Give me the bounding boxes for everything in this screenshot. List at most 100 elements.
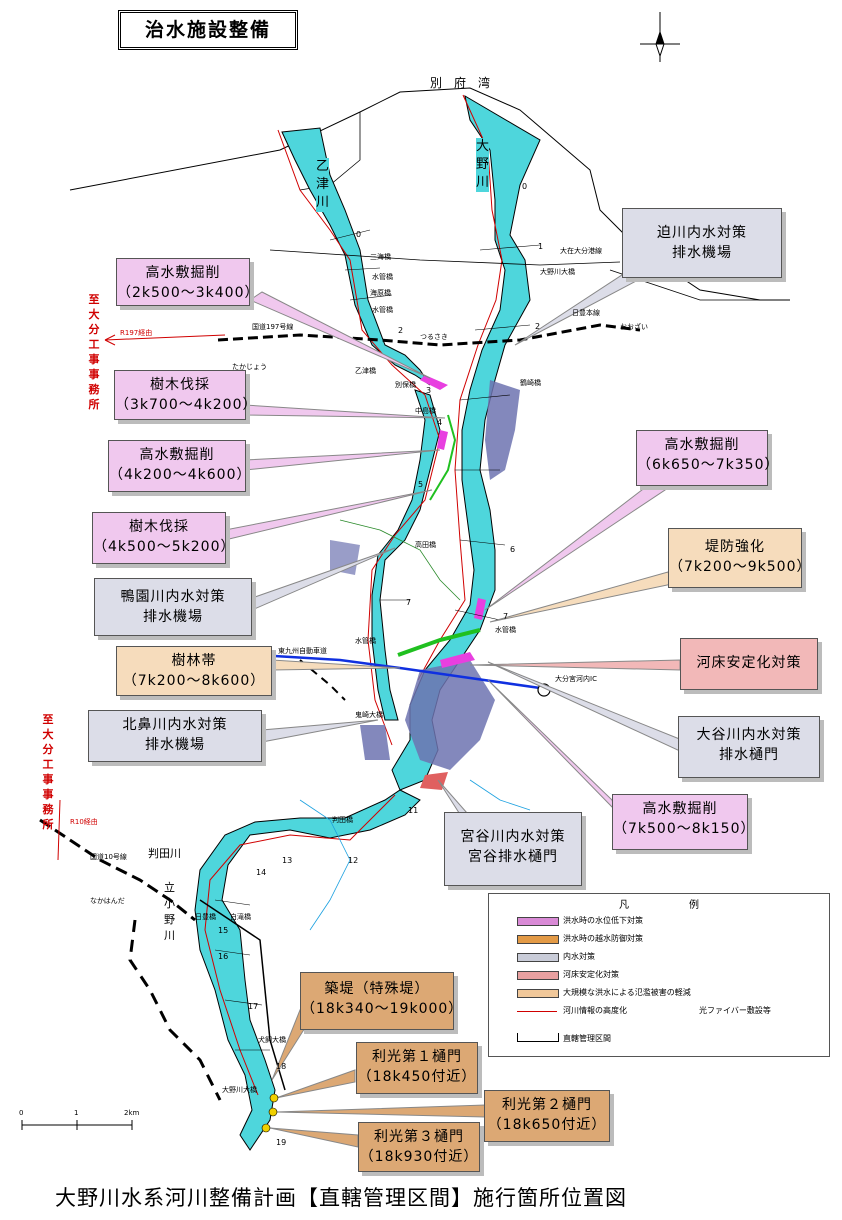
callout-tree-cut-3k700: 樹木伐採 （3k700～4k200） (114, 370, 256, 420)
legend-bracket (517, 1033, 559, 1042)
oita-office-label-top: 至 大 分 工 事 事 務 所 (88, 293, 100, 411)
callout-excavation-6k650: 高水敷掘削 （6k650～7k350） (636, 430, 778, 486)
place-label: たかじょう (232, 363, 267, 371)
km-label: 18 (276, 1062, 287, 1071)
callout-otani-gate: 大谷川内水対策 排水樋門 (678, 716, 820, 778)
place-label: 大野川大橋 (540, 268, 575, 276)
callout-kamozono-pump: 鴨園川内水対策 排水機場 (94, 578, 252, 636)
place-label: 乙津橋 (355, 367, 376, 375)
inland-area (405, 660, 495, 770)
place-label: 白滝橋 (230, 913, 251, 921)
legend-swatch (517, 989, 559, 998)
km-label: 12 (348, 856, 359, 865)
place-label: 判田橋 (332, 816, 353, 824)
km-label: 11 (408, 806, 419, 815)
place-label: 国道10号線 (90, 853, 127, 861)
legend-swatch (517, 953, 559, 962)
place-label: 鬼崎大橋 (355, 711, 383, 719)
route-r197: R197経由 (120, 329, 153, 337)
excavation-mark (437, 430, 448, 450)
km-label: 3 (426, 386, 432, 395)
place-label: 水管橋 (372, 273, 393, 281)
scale-label: 2km (124, 1109, 140, 1117)
ono-river-lower (194, 789, 421, 1151)
legend: 凡 例 洪水時の水位低下対策 洪水時の越水防御対策 内水対策 河床安定化対策 大… (488, 893, 830, 1057)
document-caption: 大野川水系河川整備計画【直轄管理区間】施行箇所位置図 (55, 1186, 627, 1210)
legend-text: 洪水時の水位低下対策 (563, 916, 643, 925)
excavation-mark (474, 598, 486, 620)
km-label: 14 (256, 868, 267, 877)
km-label: 7 (406, 598, 412, 607)
place-label: 水管橋 (372, 306, 393, 314)
place-label: 海原橋 (370, 289, 391, 297)
km-label: 1 (538, 242, 544, 251)
km-label: 13 (282, 856, 293, 865)
callout-forest-belt: 樹林帯 （7k200～8k600） (116, 646, 272, 696)
scale-bar (21, 1120, 133, 1130)
road (128, 919, 222, 1101)
callout-kitahana-pump: 北鼻川内水対策 排水機場 (88, 710, 262, 762)
levee-line (417, 94, 503, 681)
callout-levee-strengthen: 堤防強化 （7k200～9k500） (668, 528, 810, 588)
scale-label: 0 (19, 1109, 24, 1117)
place-label: 鶴崎橋 (520, 379, 541, 387)
legend-text: 大規模な洪水による氾濫被害の軽減 (563, 988, 691, 997)
legend-text: 河川情報の高度化 (563, 1006, 627, 1015)
km-label: 15 (218, 926, 229, 935)
forest-belt (397, 628, 481, 657)
callout-special-levee: 築堤（特殊堤） （18k340～19k000） (300, 972, 462, 1030)
north-arrow-icon (640, 12, 680, 62)
direction-arrows (57, 334, 226, 861)
place-label: 日豊本線 (572, 309, 600, 317)
scale-label: 1 (74, 1109, 79, 1117)
ono-river-label: 大 野 川 (476, 138, 490, 192)
levee-line (204, 794, 396, 1096)
legend-swatch (517, 935, 559, 944)
place-label: なかはんだ (90, 897, 125, 905)
place-label: 大在大分港線 (560, 247, 602, 255)
callout-excavation-2k500: 高水敷掘削 （2k500～3k400） (116, 258, 258, 306)
legend-text: 直轄管理区間 (563, 1034, 611, 1043)
route-r10: R10経由 (70, 818, 98, 826)
place-label: 水管橋 (495, 626, 516, 634)
callout-excavation-4k200: 高水敷掘削 （4k200～4k600） (108, 440, 250, 492)
leader-lines (224, 249, 683, 1148)
place-label: 別保橋 (395, 381, 416, 389)
otozu-river-lower (371, 389, 441, 721)
legend-text: 洪水時の越水防御対策 (563, 934, 643, 943)
hetsugi-river-label: 判田川 (148, 847, 181, 860)
rail (199, 899, 286, 1091)
place-label: 水管橋 (355, 637, 376, 645)
callout-toshimitsu-gate-3: 利光第３樋門 （18k930付近） (358, 1122, 480, 1172)
km-label: 0 (356, 230, 362, 239)
legend-line (517, 1011, 557, 1012)
legend-text: 内水対策 (563, 952, 595, 961)
place-label: おおざい (620, 323, 648, 331)
excavation-mark (420, 375, 448, 390)
place-label: 中島橋 (415, 407, 436, 415)
callout-riverbed-stabilize: 河床安定化対策 (680, 638, 818, 690)
gates (261, 1093, 279, 1133)
place-label: 大分宮河内IC (555, 675, 597, 683)
coast-right (609, 269, 780, 301)
road (39, 818, 196, 922)
place-label: 三海橋 (370, 253, 391, 261)
callout-sakogawa-pump: 迫川内水対策 排水機場 (622, 208, 782, 278)
km-label: 6 (510, 545, 516, 554)
km-label: 5 (418, 480, 424, 489)
km-label: 16 (218, 952, 229, 961)
callout-toshimitsu-gate-2: 利光第２樋門 （18k650付近） (484, 1090, 610, 1142)
otozu-river-label: 乙 津 川 (316, 158, 330, 212)
cross-sections (214, 229, 541, 1051)
tributary (339, 519, 461, 601)
road (217, 323, 641, 347)
bay-label: 別 府 湾 (430, 76, 491, 90)
place-label: 犬飼大橋 (258, 1036, 286, 1044)
legend-row: 河川情報の高度化 光ファイバー敷設等 (489, 1002, 829, 1020)
callout-excavation-7k500: 高水敷掘削 （7k500～8k150） (612, 794, 754, 850)
km-label: 7 (503, 612, 509, 621)
road (269, 249, 621, 266)
page-title: 治水施設整備 (118, 10, 298, 50)
place-label: 高田橋 (415, 541, 436, 549)
